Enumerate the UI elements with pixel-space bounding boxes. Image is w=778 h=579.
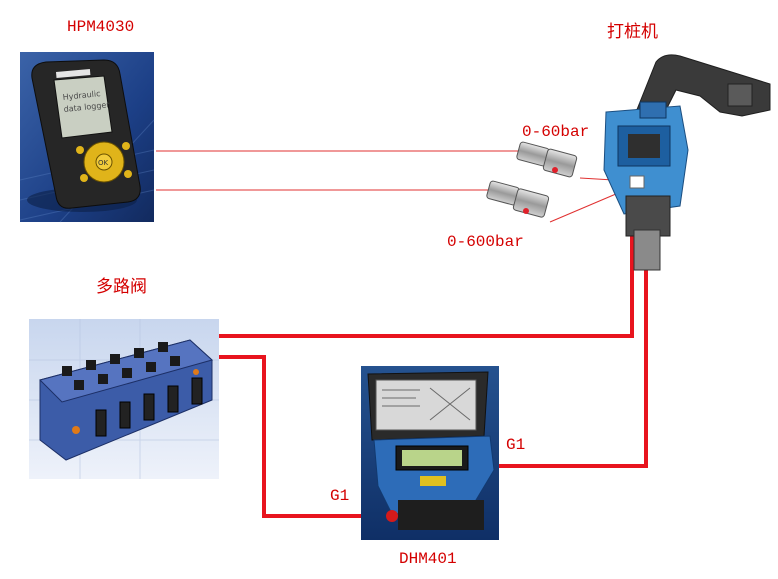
hose-meter-to-machine [498, 190, 648, 468]
hose-valve-to-machine [200, 190, 634, 338]
label-port-out: G1 [506, 436, 525, 454]
label-port-in: G1 [330, 487, 349, 505]
logger-screen-line1: Hydraulic [62, 89, 101, 102]
pressure-sensor-high [486, 180, 550, 218]
logger-ok-button: OK [98, 159, 109, 167]
label-hpm4030: HPM4030 [67, 18, 134, 36]
valve-photo [29, 319, 219, 479]
label-pile-driver: 打桩机 [607, 22, 658, 42]
label-sensor-low: 0-60bar [522, 123, 589, 141]
pressure-sensor-low [516, 141, 578, 178]
pile-driver-photo [603, 54, 771, 271]
label-dhm401: DHM401 [399, 550, 457, 568]
label-valve: 多路阀 [96, 277, 147, 297]
label-sensor-high: 0-600bar [447, 233, 524, 251]
hpm4030-photo: Hydraulic data logger OK [19, 52, 155, 223]
hose-valve-to-meter [190, 355, 388, 518]
dhm401-photo [361, 366, 499, 540]
